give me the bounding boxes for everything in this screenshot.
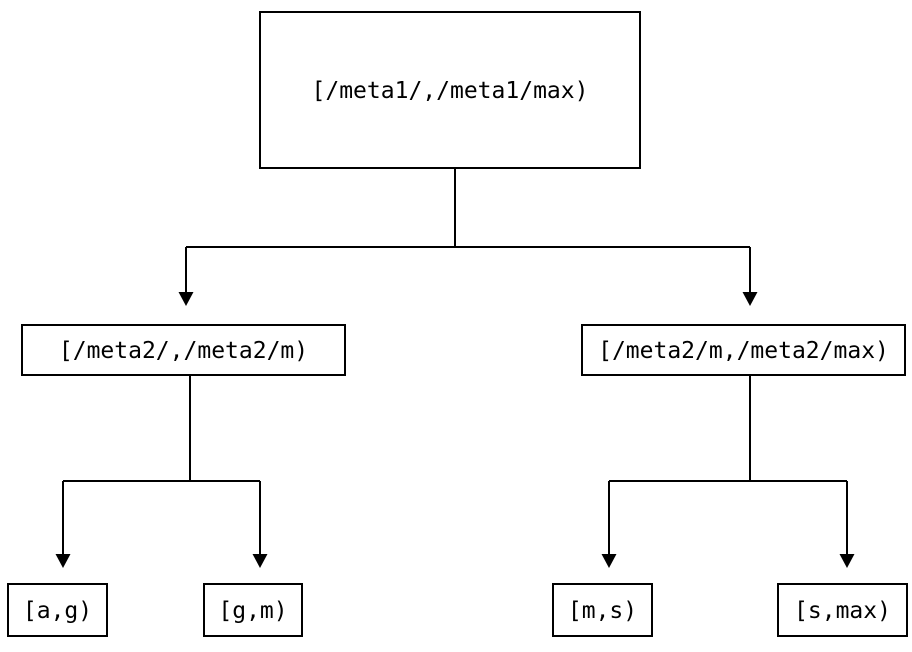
- node-leaf-ms-label: [m,s): [568, 598, 637, 624]
- edge-right-to-leaves: [601, 376, 855, 568]
- edge-left-to-leaves: [55, 376, 268, 568]
- node-left-child: [/meta2/,/meta2/m): [21, 324, 346, 376]
- arrow-down-icon: [601, 554, 617, 568]
- arrow-down-icon: [839, 554, 855, 568]
- node-right-child: [/meta2/m,/meta2/max): [581, 324, 906, 376]
- arrow-down-icon: [252, 554, 268, 568]
- node-leaf-ag-label: [a,g): [23, 598, 92, 624]
- node-left-child-label: [/meta2/,/meta2/m): [59, 338, 308, 364]
- arrow-down-icon: [55, 554, 71, 568]
- node-leaf-ms: [m,s): [552, 583, 653, 637]
- node-leaf-gm-label: [g,m): [218, 598, 287, 624]
- arrow-down-icon: [742, 292, 758, 306]
- arrow-down-icon: [178, 292, 194, 306]
- node-leaf-smax-label: [s,max): [794, 598, 891, 624]
- edge-root-to-children: [178, 169, 758, 306]
- node-leaf-ag: [a,g): [7, 583, 108, 637]
- node-right-child-label: [/meta2/m,/meta2/max): [598, 338, 889, 364]
- node-leaf-gm: [g,m): [203, 583, 303, 637]
- node-root-label: [/meta1/,/meta1/max): [312, 78, 589, 104]
- node-leaf-smax: [s,max): [777, 583, 908, 637]
- node-root: [/meta1/,/meta1/max): [259, 11, 641, 169]
